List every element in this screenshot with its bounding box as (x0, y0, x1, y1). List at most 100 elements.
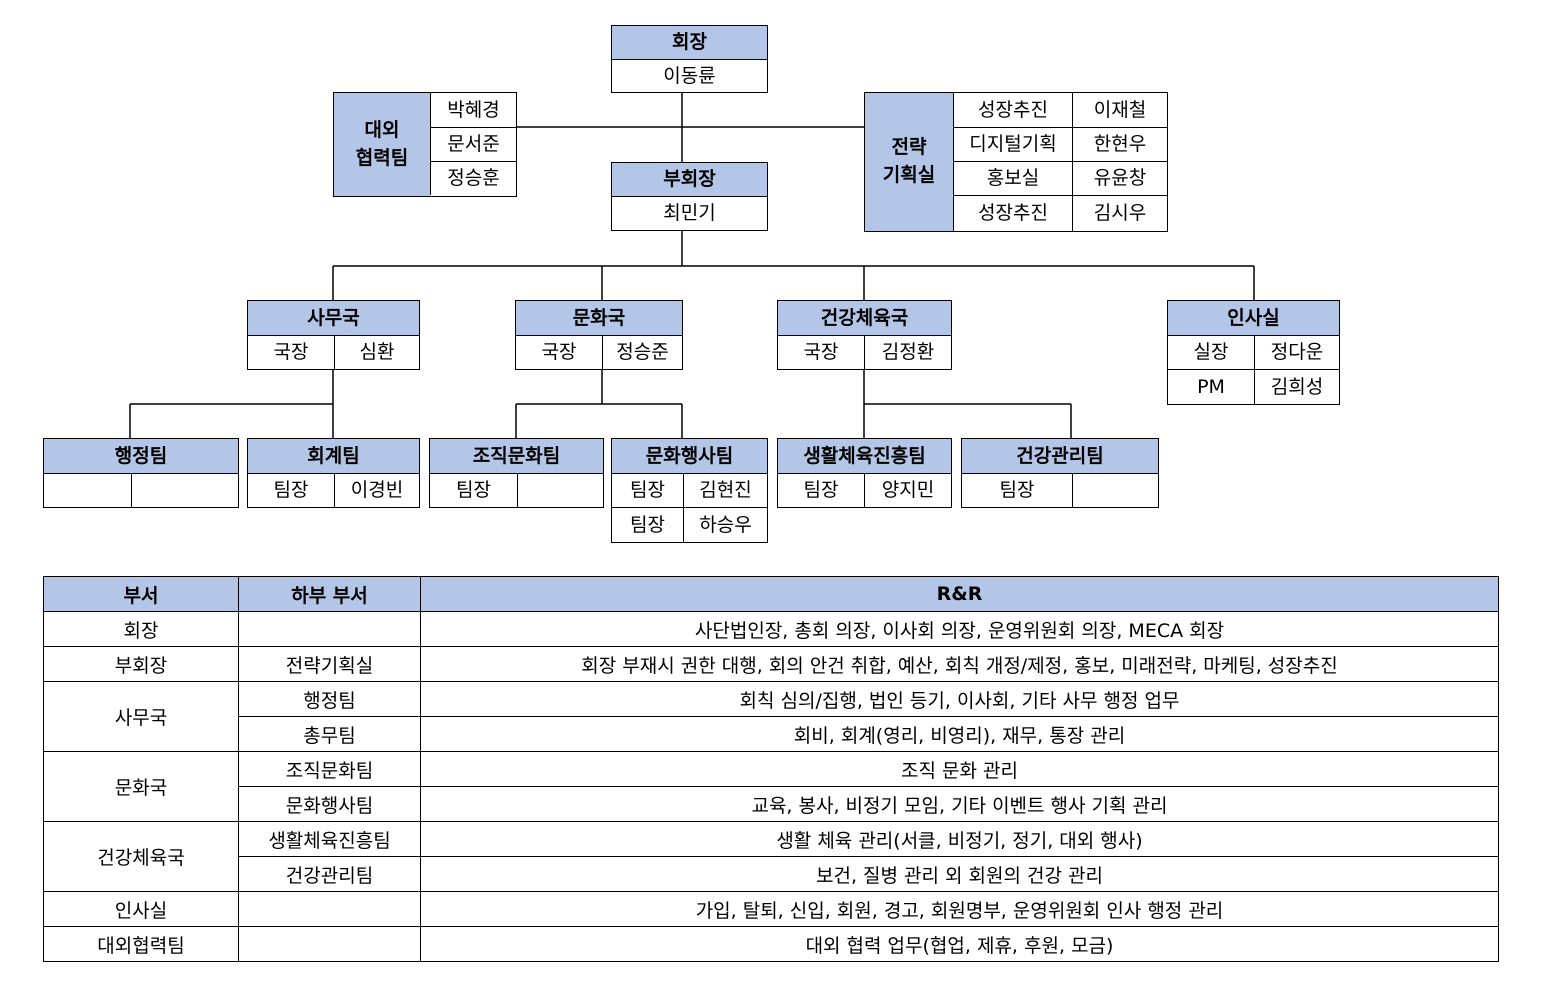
strategy-office-dept: 디지털기획 (953, 127, 1072, 161)
life-sports-team-title: 생활체육진흥팀 (778, 439, 951, 473)
rr-cell: 생활 체육 관리(서클, 비정기, 정기, 대외 행사) (420, 821, 1499, 857)
strategy-office-title-line2: 기획실 (882, 164, 936, 186)
rr-cell: 회장 부재시 권한 대행, 회의 안건 취합, 예산, 회칙 개정/제정, 홍보… (420, 646, 1499, 682)
health-mgmt-team-name (1072, 473, 1158, 507)
external-team-title: 대외 협력팀 (334, 93, 430, 196)
external-team-member: 박혜경 (430, 93, 516, 127)
culture-bureau-role: 국장 (516, 335, 602, 369)
org-culture-team-box: 조직문화팀 팀장 (429, 438, 604, 508)
rr-cell: 회비, 회계(영리, 비영리), 재무, 통장 관리 (420, 716, 1499, 752)
sub-dept-cell: 조직문화팀 (238, 751, 421, 787)
culture-event-team-name: 하승우 (683, 507, 767, 542)
sub-dept-cell: 총무팀 (238, 716, 421, 752)
table-row: 문화행사팀 교육, 봉사, 비정기 모임, 기타 이벤트 행사 기획 관리 (44, 786, 1499, 822)
life-sports-team-box: 생활체육진흥팀 팀장 양지민 (777, 438, 952, 508)
office-bureau-title: 사무국 (248, 301, 419, 335)
culture-bureau-name: 정승준 (602, 335, 682, 369)
president-name: 이동륜 (612, 59, 767, 92)
president-title: 회장 (612, 26, 767, 59)
sub-dept-cell (238, 611, 421, 647)
health-sports-bureau-role: 국장 (778, 335, 864, 369)
culture-bureau-title: 문화국 (516, 301, 682, 335)
accounting-team-title: 회계팀 (248, 439, 419, 473)
office-bureau-box: 사무국 국장 심환 (247, 300, 420, 370)
health-sports-bureau-name: 김정환 (864, 335, 951, 369)
org-chart-connectors (129, 93, 1255, 438)
table-row: 회장 사단법인장, 총회 의장, 이사회 의장, 운영위원회 의장, MECA … (43, 611, 1499, 647)
external-team-member: 정승훈 (430, 161, 516, 195)
admin-team-box: 행정팀 (43, 438, 239, 508)
rr-cell: 대외 협력 업무(협업, 제휴, 후원, 모금) (420, 926, 1499, 962)
table-row: 인사실 가입, 탈퇴, 신입, 회원, 경고, 회원명부, 운영위원회 인사 행… (43, 891, 1499, 927)
health-mgmt-team-box: 건강관리팀 팀장 (961, 438, 1159, 508)
org-culture-team-name (517, 473, 603, 507)
culture-event-team-name: 김현진 (683, 473, 767, 507)
strategy-office-dept: 성장추진 (953, 93, 1072, 127)
accounting-team-name: 이경빈 (334, 473, 419, 507)
strategy-office-dept: 성장추진 (953, 195, 1072, 231)
rr-cell: 회칙 심의/집행, 법인 등기, 이사회, 기타 사무 행정 업무 (420, 681, 1499, 717)
dept-cell: 사무국 (43, 681, 239, 752)
dept-cell: 부회장 (43, 646, 239, 682)
rr-table: 부서 하부 부서 R&R 회장 사단법인장, 총회 의장, 이사회 의장, 운영… (43, 576, 1499, 962)
rr-cell: 교육, 봉사, 비정기 모임, 기타 이벤트 행사 기획 관리 (420, 786, 1499, 822)
table-header-row: 부서 하부 부서 R&R (43, 576, 1499, 612)
table-row: 대외협력팀 대외 협력 업무(협업, 제휴, 후원, 모금) (43, 926, 1499, 962)
life-sports-team-role: 팀장 (778, 473, 864, 507)
hr-office-box: 인사실 실장 정다운 PM 김희성 (1167, 300, 1340, 405)
vice-president-name: 최민기 (612, 196, 767, 230)
header-dept: 부서 (43, 576, 239, 612)
hr-office-name: 김희성 (1254, 369, 1339, 404)
header-rr: R&R (420, 576, 1499, 612)
org-culture-team-title: 조직문화팀 (430, 439, 603, 473)
dept-cell: 인사실 (43, 891, 239, 927)
sub-dept-cell (238, 926, 421, 962)
strategy-office-title-line1: 전략 (891, 136, 927, 159)
table-row: 부회장 전략기획실 회장 부재시 권한 대행, 회의 안건 취합, 예산, 회칙… (43, 646, 1499, 682)
rr-cell: 조직 문화 관리 (420, 751, 1499, 787)
vice-president-title: 부회장 (612, 163, 767, 196)
accounting-team-box: 회계팀 팀장 이경빈 (247, 438, 420, 508)
strategy-office-box: 전략 기획실 성장추진 이재철 디지털기획 한현우 홍보실 유윤창 성장추진 김… (864, 92, 1168, 232)
hr-office-title: 인사실 (1168, 301, 1339, 335)
org-culture-team-role: 팀장 (430, 473, 517, 507)
dept-cell: 건강체육국 (43, 821, 239, 892)
strategy-office-name: 이재철 (1072, 93, 1167, 127)
hr-office-role: 실장 (1168, 335, 1254, 369)
health-sports-bureau-box: 건강체육국 국장 김정환 (777, 300, 952, 370)
strategy-office-name: 김시우 (1072, 195, 1167, 231)
culture-event-team-box: 문화행사팀 팀장 김현진 팀장 하승우 (611, 438, 768, 543)
strategy-office-dept: 홍보실 (953, 161, 1072, 195)
dept-cell: 대외협력팀 (43, 926, 239, 962)
health-mgmt-team-title: 건강관리팀 (962, 439, 1158, 473)
external-team-box: 대외 협력팀 박혜경 문서준 정승훈 (333, 92, 517, 197)
table-row: 건강체육국 생활체육진흥팀 생활 체육 관리(서클, 비정기, 정기, 대외 행… (43, 821, 1499, 892)
admin-team-role (44, 473, 131, 507)
rr-cell: 가입, 탈퇴, 신입, 회원, 경고, 회원명부, 운영위원회 인사 행정 관리 (420, 891, 1499, 927)
dept-cell: 회장 (43, 611, 239, 647)
external-team-member: 문서준 (430, 127, 516, 161)
health-mgmt-team-role: 팀장 (962, 473, 1072, 507)
life-sports-team-name: 양지민 (864, 473, 951, 507)
vice-president-box: 부회장 최민기 (611, 162, 768, 231)
table-row: 총무팀 회비, 회계(영리, 비영리), 재무, 통장 관리 (44, 716, 1499, 752)
external-team-title-line2: 협력팀 (355, 146, 409, 169)
culture-bureau-box: 문화국 국장 정승준 (515, 300, 683, 370)
strategy-office-name: 유윤창 (1072, 161, 1167, 195)
strategy-office-name: 한현우 (1072, 127, 1167, 161)
accounting-team-role: 팀장 (248, 473, 334, 507)
table-row: 건강관리팀 보건, 질병 관리 외 회원의 건강 관리 (44, 856, 1499, 892)
office-bureau-name: 심환 (334, 335, 419, 369)
header-sub-dept: 하부 부서 (238, 576, 421, 612)
admin-team-name (131, 473, 238, 507)
sub-dept-cell (238, 891, 421, 927)
strategy-office-title: 전략 기획실 (865, 93, 953, 231)
external-team-title-line1: 대외 (364, 118, 400, 141)
rr-cell: 사단법인장, 총회 의장, 이사회 의장, 운영위원회 의장, MECA 회장 (420, 611, 1499, 647)
sub-dept-cell: 문화행사팀 (238, 786, 421, 822)
president-box: 회장 이동륜 (611, 25, 768, 93)
sub-dept-cell: 생활체육진흥팀 (238, 821, 421, 857)
sub-dept-cell: 행정팀 (238, 681, 421, 717)
hr-office-role: PM (1168, 369, 1254, 404)
hr-office-name: 정다운 (1254, 335, 1339, 369)
